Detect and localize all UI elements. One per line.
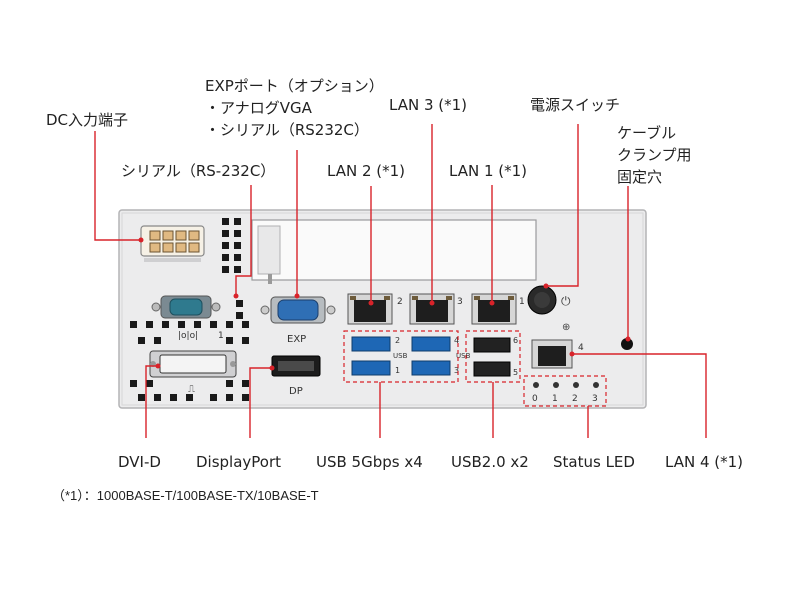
label-cable-clamp-2: クランプ用 [617,146,692,164]
lan3-num: 3 [457,297,463,307]
lan-port-4 [531,339,573,369]
label-cable-clamp-3: 固定穴 [617,168,663,186]
callout-lines [94,124,707,438]
label-lan4: LAN 4 (*1) [665,453,744,471]
label-exp-port-analog: ・アナログVGA [205,99,312,117]
label-dvi-d: DVI-D [118,453,161,471]
displayport-port [271,355,321,377]
expansion-bracket [251,219,537,284]
footnote: （*1）：1000BASE-T/100BASE-TX/10BASE-T [52,488,319,503]
label-power-switch: 電源スイッチ [530,96,621,114]
led-num-3: 3 [592,394,598,404]
lan1-num: 1 [519,297,525,307]
dvi-d-port [149,350,237,378]
led-num-2: 2 [572,394,578,404]
led-num-0: 0 [532,394,538,404]
usb3-ports [351,336,451,376]
serial-port-number: 1 [218,331,224,341]
svg-text:⏻: ⏻ [561,294,571,308]
label-lan2: LAN 2 (*1) [327,162,406,180]
usb3-mark: USB [393,352,408,360]
dc-input-connector [140,225,205,262]
dp-mark: DP [289,386,303,397]
lan-port-1 [471,293,517,325]
label-cable-clamp-1: ケーブル [617,124,677,142]
label-exp-port-title: EXPポート（オプション） [205,77,384,95]
usb3-num-1: 1 [395,366,400,375]
label-serial-rs232c: シリアル（RS-232C） [121,162,276,180]
exp-port-mark: EXP [287,334,306,345]
usb2-ports [473,337,511,377]
svg-text:|o|o|: |o|o| [178,331,198,341]
cable-clamp-hole [621,338,633,350]
usb2-num-5: 5 [513,368,518,377]
lan-port-3 [409,293,455,325]
lan-port-2 [347,293,393,325]
lan4-num: 4 [578,343,584,353]
usb3-num-4: 4 [454,336,459,345]
label-usb-20: USB2.0 x2 [451,453,529,471]
label-lan3: LAN 3 (*1) [389,96,468,114]
usb2-num-6: 6 [513,336,518,345]
led-num-1: 1 [552,394,558,404]
usb3-num-3: 3 [454,366,459,375]
highlight-boxes [343,330,607,407]
label-status-led: Status LED [553,453,635,471]
serial-port-rs232c [151,295,221,319]
label-exp-port-serial: ・シリアル（RS232C） [205,121,369,139]
lan2-num: 2 [397,297,403,307]
label-displayport: DisplayPort [196,453,282,471]
svg-text:⎍: ⎍ [188,384,195,395]
label-usb-5gbps: USB 5Gbps x4 [316,453,423,471]
usb2-mark: USB [456,352,471,360]
vent-slots-left [130,218,249,401]
power-switch [527,285,557,315]
svg-text:⊕: ⊕ [562,322,570,333]
exp-vga-port [260,296,336,324]
label-lan1: LAN 1 (*1) [449,162,528,180]
callout-dots [138,237,631,371]
usb3-num-2: 2 [395,336,400,345]
label-dc-input: DC入力端子 [46,111,129,129]
status-leds [533,382,599,388]
